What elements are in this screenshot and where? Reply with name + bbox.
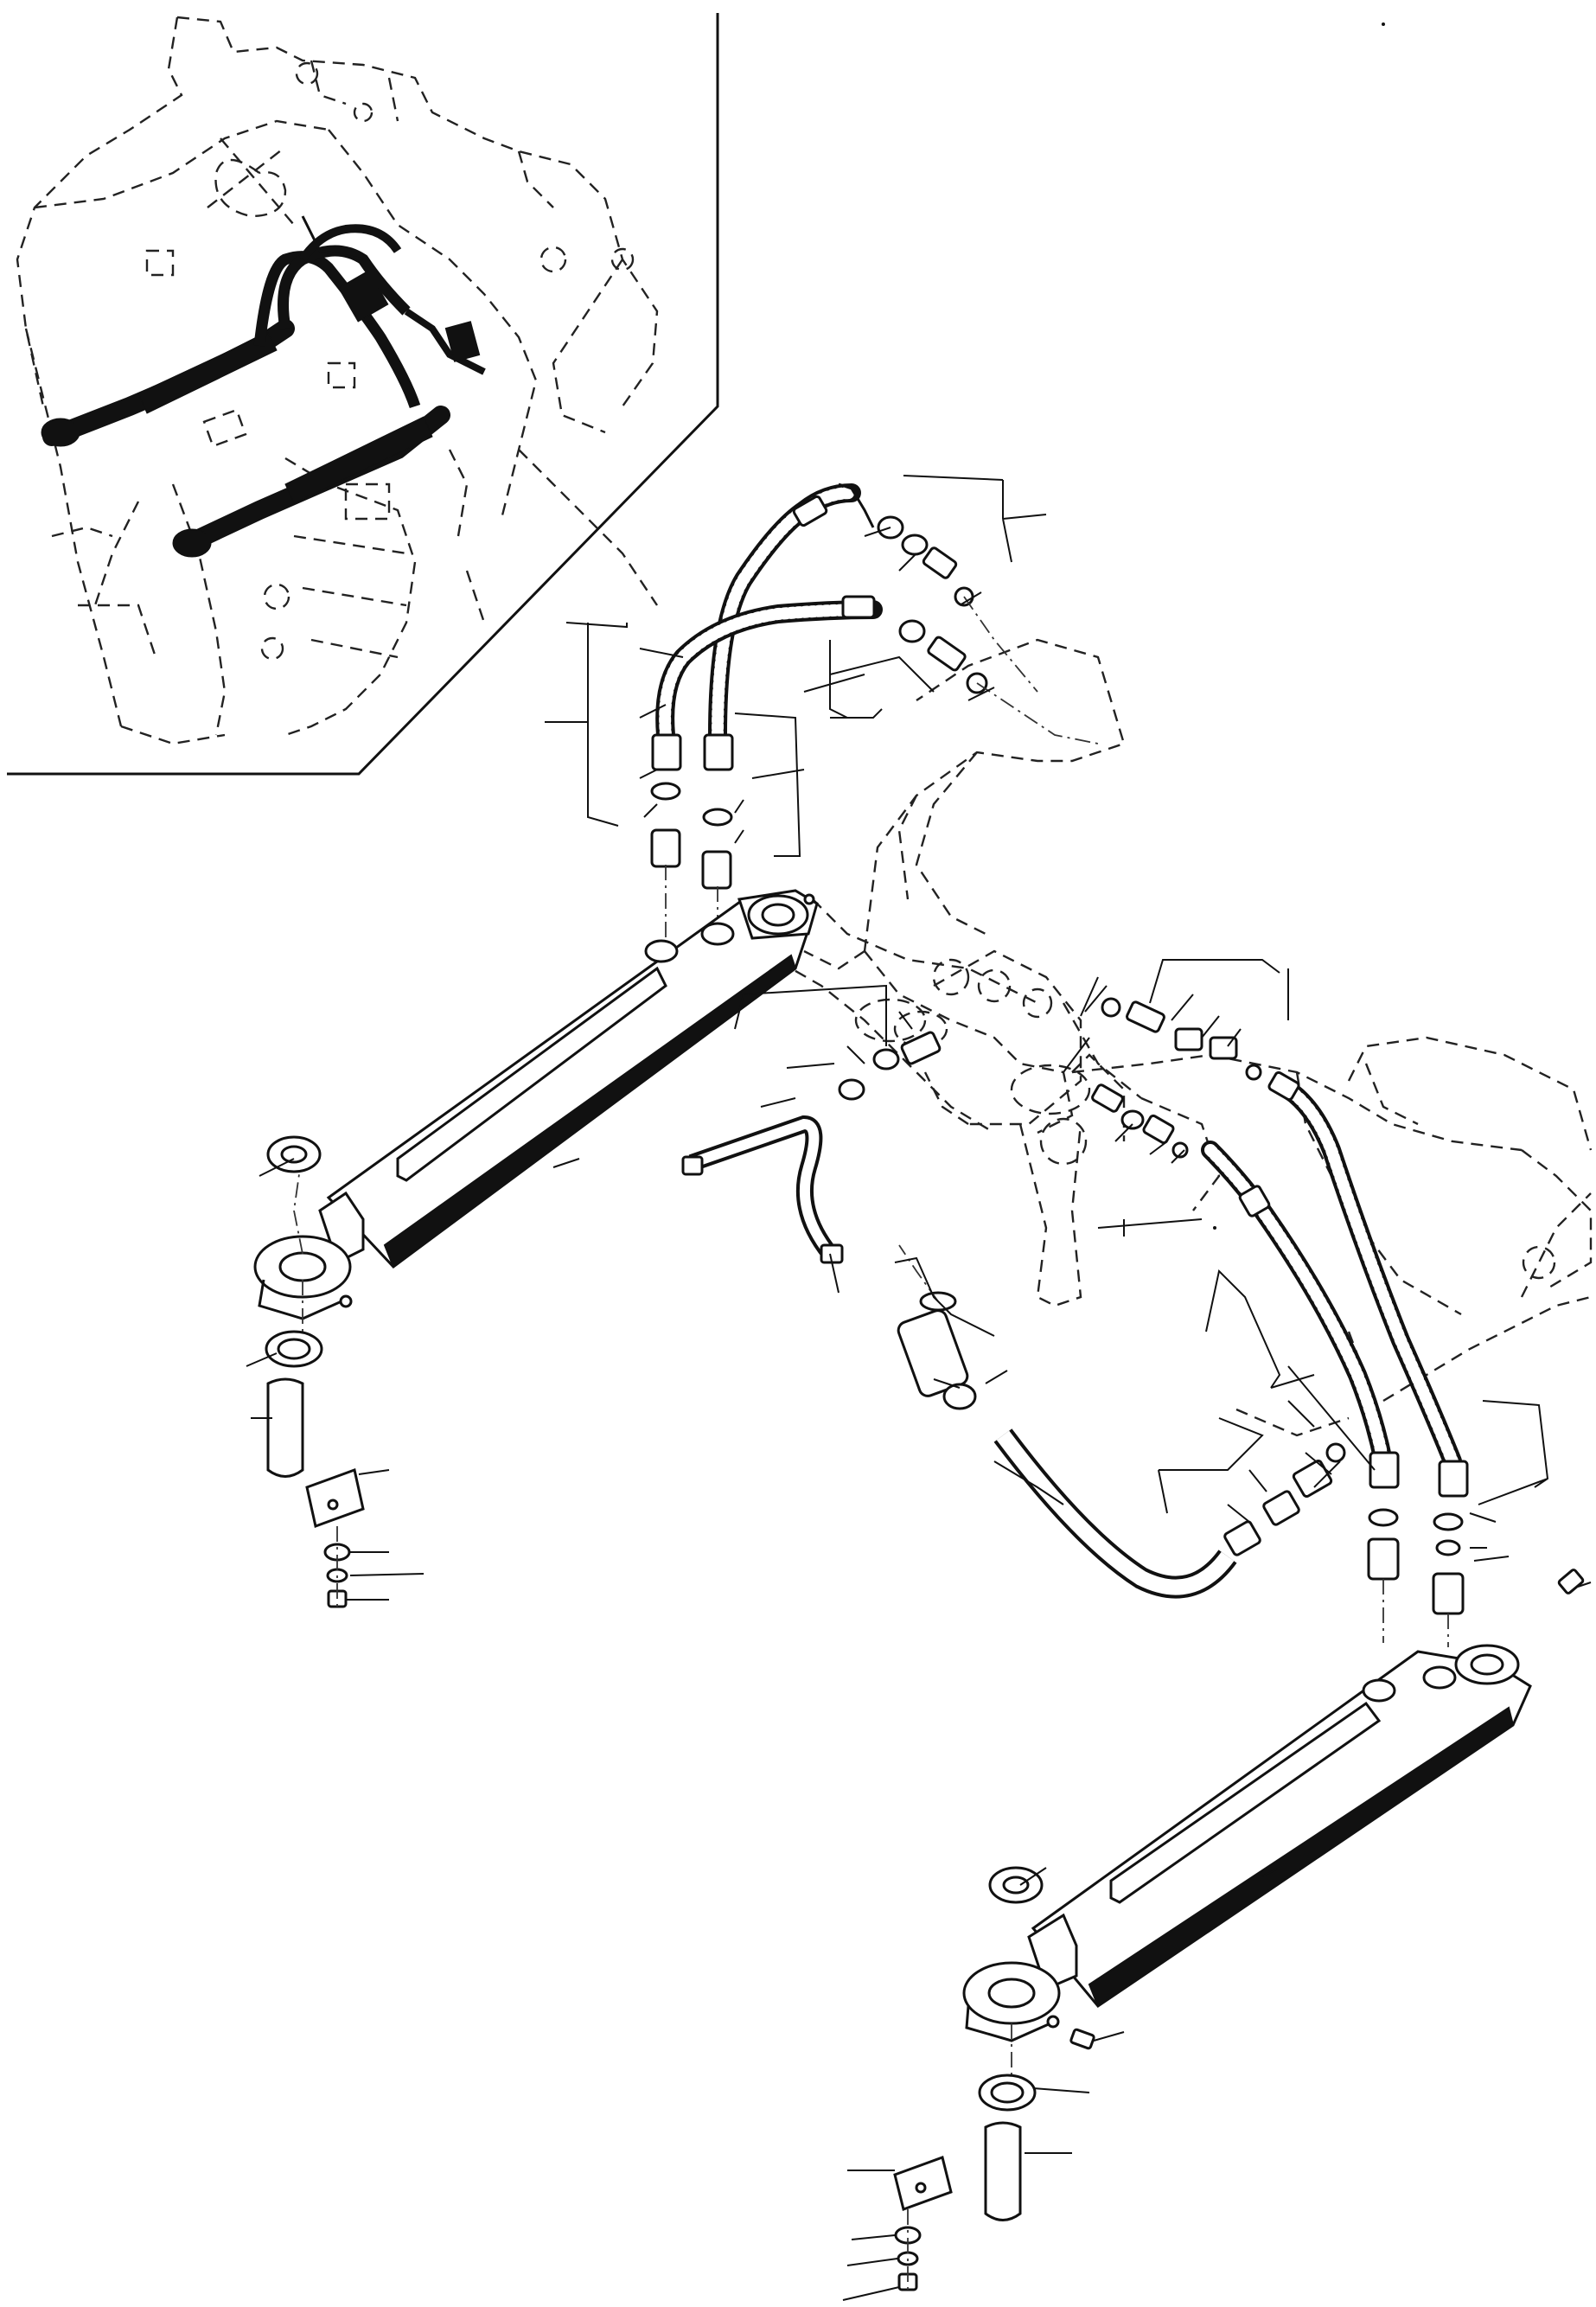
inset-hydraulic-lines — [253, 215, 486, 409]
tractor-frame-outline — [16, 16, 659, 745]
inset-steering-cylinder-left — [41, 319, 295, 447]
steering-cylinder-left — [253, 889, 819, 1336]
callout-leaders — [246, 475, 1592, 2301]
crossover-pipe-assembly — [681, 1031, 1346, 1599]
lower-hose-assembly — [1201, 1070, 1469, 1498]
stray-mark — [1382, 22, 1385, 26]
inset-frame — [7, 13, 719, 776]
steering-cylinder-right — [962, 1644, 1532, 2075]
inset-location-view — [7, 13, 719, 776]
steering-linkage-outline — [760, 638, 1593, 1471]
upper-hose-assembly — [651, 482, 883, 771]
left-cylinder-hardware — [265, 1135, 365, 1608]
right-cylinder-hardware — [893, 1866, 1095, 2291]
inset-steering-cylinder-right — [172, 406, 450, 558]
lower-hose-fittings — [1091, 997, 1585, 1647]
stray-mark — [1213, 1226, 1216, 1230]
upper-hose-fittings — [650, 515, 1099, 943]
